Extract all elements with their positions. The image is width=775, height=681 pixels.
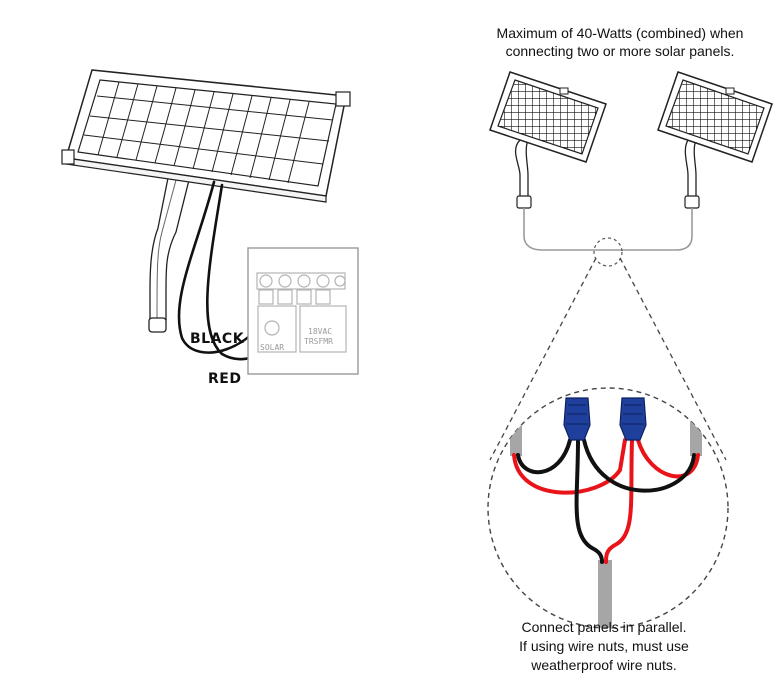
solar-panel-icon (61, 69, 351, 203)
bottom-note: Connect panels in parallel. If using wir… (519, 619, 689, 673)
right-conduit (690, 396, 702, 456)
parallel-connection-wire (523, 208, 693, 251)
solar-panel-icon (657, 71, 773, 163)
bottom-note-line1: Connect panels in parallel. (522, 619, 687, 635)
top-note-line2: connecting two or more solar panels. (506, 43, 735, 59)
terminal-trsfmr-label: TRSFMR (304, 337, 333, 346)
black-wires (516, 438, 696, 564)
black-wire-label: BLACK (190, 331, 245, 347)
zoom-focus-circle (593, 237, 623, 267)
mounting-pole (148, 175, 191, 333)
zoom-cone (489, 257, 727, 461)
bottom-note-line2: If using wire nuts, must use (519, 638, 689, 654)
wire-nut-icon (619, 397, 647, 441)
bottom-note-line3: weatherproof wire nuts. (530, 657, 677, 673)
bottom-conduit (598, 560, 612, 628)
terminal-block-icon: SOLAR 18VAC TRSFMR (247, 247, 359, 375)
solar-panel-icon (489, 71, 607, 163)
zoom-detail-circle (487, 387, 729, 629)
red-wire-label: RED (208, 371, 241, 387)
right-panel-a (489, 71, 607, 209)
terminal-vac-label: 18VAC (308, 327, 332, 336)
top-note: Maximum of 40-Watts (combined) when conn… (497, 25, 744, 59)
right-panel-b (657, 71, 773, 209)
left-conduit (510, 396, 522, 456)
wire-nut-icon (563, 397, 591, 441)
top-note-line1: Maximum of 40-Watts (combined) when (497, 25, 744, 41)
red-wires (512, 438, 700, 564)
left-solar-panel-group: SOLAR 18VAC TRSFMR BLACK RED (61, 69, 359, 387)
terminal-solar-label: SOLAR (260, 343, 284, 352)
